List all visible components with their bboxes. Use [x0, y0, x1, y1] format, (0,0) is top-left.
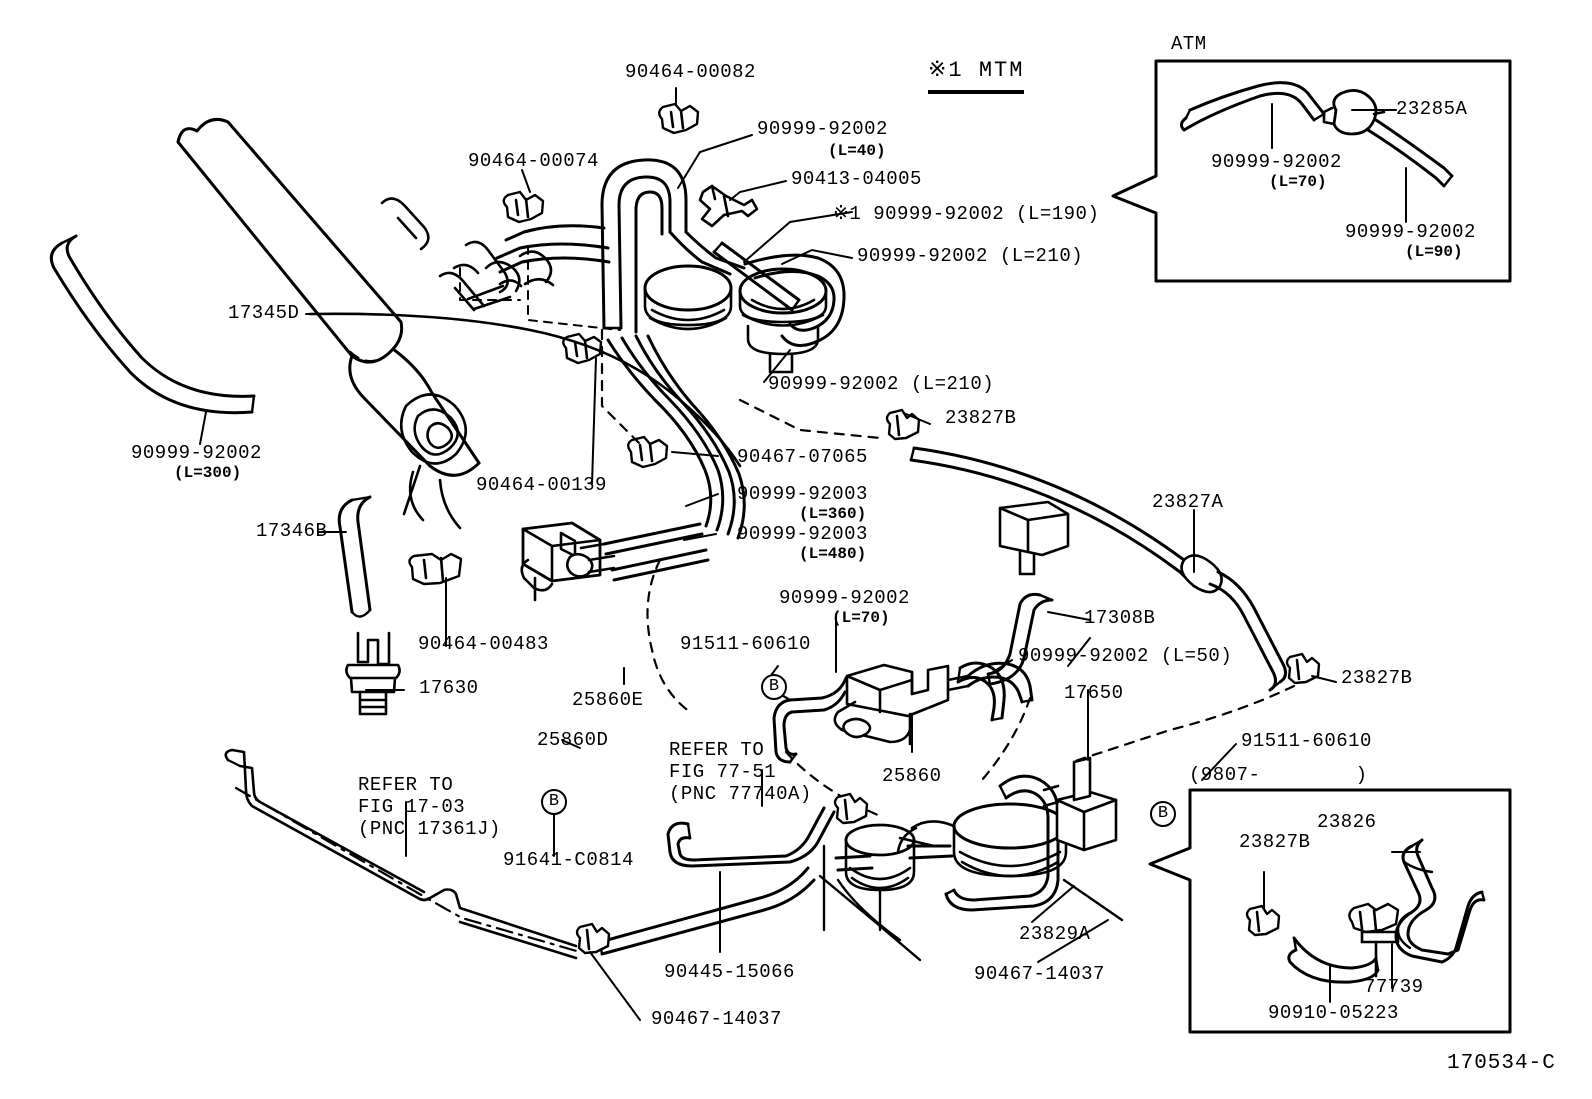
label-25860D: 25860D	[537, 729, 609, 751]
atm-inset-frame	[1111, 59, 1512, 283]
label-17650: 17650	[1064, 682, 1124, 704]
label-90464-00139: 90464-00139	[476, 474, 607, 496]
label-atm-90999-92002-L70-sub: (L=70)	[1269, 173, 1327, 191]
label-90999-92003-L360: 90999-92003	[737, 483, 868, 505]
callout-b-2: B	[541, 789, 567, 815]
label-90413-04005: 90413-04005	[791, 168, 922, 190]
label-90999-92002-L50: 90999-92002 (L=50)	[1018, 645, 1233, 667]
label-90445-15066: 90445-15066	[664, 961, 795, 983]
egr-valve	[738, 267, 828, 374]
label-90464-00074: 90464-00074	[468, 150, 599, 172]
atm-inset-art	[1179, 81, 1454, 188]
clip-90464-00074	[502, 190, 545, 224]
vsv-17650	[1042, 756, 1118, 852]
label-atm-90999-92002-L90-sub: (L=90)	[1405, 243, 1463, 261]
label-90999-92003-L480-sub: (L=480)	[799, 545, 867, 563]
callout-b-3: B	[1150, 801, 1176, 827]
label-17630: 17630	[419, 677, 479, 699]
label-77739: 77739	[1364, 976, 1424, 998]
clip-90464-00483	[408, 552, 463, 586]
label-23827B-top: 23827B	[945, 407, 1017, 429]
label-90999-92002-L40: 90999-92002	[757, 118, 888, 140]
label-17345D: 17345D	[228, 302, 300, 324]
label-90999-92002-L210-a: 90999-92002 (L=210)	[857, 245, 1084, 267]
pipe-17361J	[224, 748, 578, 960]
callout-b-1: B	[761, 674, 787, 700]
label-atm-90999-92002-L70: 90999-92002	[1211, 151, 1342, 173]
hose-17346B	[337, 495, 372, 618]
label-90999-92002-L300-sub: (L=300)	[174, 464, 242, 482]
canister-small-left	[844, 823, 916, 892]
label-90467-14037-b: 90467-14037	[974, 963, 1105, 985]
label-90999-92002-L210-b: 90999-92002 (L=210)	[768, 373, 995, 395]
label-90999-92003-L480: 90999-92003	[737, 523, 868, 545]
diagram-number: 170534-C	[1447, 1052, 1556, 1075]
label-90464-00082: 90464-00082	[625, 61, 756, 83]
label-91511-60610-right: 91511-60610	[1241, 730, 1372, 752]
label-23827A: 23827A	[1152, 491, 1224, 513]
hose-23827A	[909, 446, 1287, 692]
clip-90467-14037-b	[833, 792, 869, 825]
fuel-vapor-canister-lower	[896, 802, 1068, 878]
label-17346B: 17346B	[256, 520, 328, 542]
label-90467-14037-a: 90467-14037	[651, 1008, 782, 1030]
label-91641-C0814: 91641-C0814	[503, 849, 634, 871]
label-23827B-inset: 23827B	[1239, 831, 1311, 853]
hose-90999-92002-L300	[49, 234, 256, 415]
small-valve-block	[998, 500, 1070, 576]
label-90464-00483: 90464-00483	[418, 633, 549, 655]
label-25860E: 25860E	[572, 689, 644, 711]
label-91511-60610-left: 91511-60610	[680, 633, 811, 655]
sensor-17630	[345, 631, 401, 716]
label-atm-90999-92002-L90: 90999-92002	[1345, 221, 1476, 243]
label-25860: 25860	[882, 765, 942, 787]
hose-bundle-92003	[606, 334, 746, 540]
label-90999-92002-L70-sub: (L=70)	[832, 609, 890, 627]
vacuum-hose-bundle-top	[600, 158, 688, 334]
label-23826: 23826	[1317, 811, 1377, 833]
label-90910-05223: 90910-05223	[1268, 1002, 1399, 1024]
label-refer-fig-77-51: REFER TO FIG 77-51 (PNC 77740A)	[669, 739, 812, 805]
egr-vacuum-modulator	[643, 264, 733, 331]
label-23827B-right: 23827B	[1341, 667, 1413, 689]
vsv-25860E	[520, 521, 616, 602]
label-date-range: (9807- )	[1189, 764, 1368, 786]
note-mtm-underline	[928, 90, 1024, 94]
hose-90445-15066	[598, 806, 836, 956]
connector-90413-04005	[698, 184, 759, 228]
label-90999-92003-L360-sub: (L=360)	[799, 505, 867, 523]
label-refer-fig-17-03: REFER TO FIG 17-03 (PNC 17361J)	[358, 774, 501, 840]
date-inset-art	[1245, 838, 1486, 984]
label-90999-92002-L70: 90999-92002	[779, 587, 910, 609]
label-90999-92002-L300: 90999-92002	[131, 442, 262, 464]
vsv-25860	[833, 663, 970, 746]
clip-90467-14037-a	[575, 922, 611, 955]
label-90467-07065: 90467-07065	[737, 446, 868, 468]
label-23285A: 23285A	[1396, 98, 1468, 120]
clip-23827B-top	[885, 408, 921, 441]
hose-90999-92002-L50	[956, 661, 1006, 722]
clip-90464-00082	[658, 102, 700, 135]
hose-23829A	[944, 774, 1060, 912]
clip-90467-07065	[627, 435, 669, 469]
note-mtm: ※1 MTM	[928, 58, 1025, 83]
label-90999-92002-L190: ※1 90999-92002 (L=190)	[833, 203, 1100, 225]
label-atm-title: ATM	[1171, 33, 1207, 55]
label-90999-92002-L40-sub: (L=40)	[828, 142, 886, 160]
date-inset-frame	[1148, 788, 1512, 1034]
label-23829A: 23829A	[1019, 923, 1091, 945]
clip-23827B-right	[1285, 652, 1321, 685]
label-17308B: 17308B	[1084, 607, 1156, 629]
